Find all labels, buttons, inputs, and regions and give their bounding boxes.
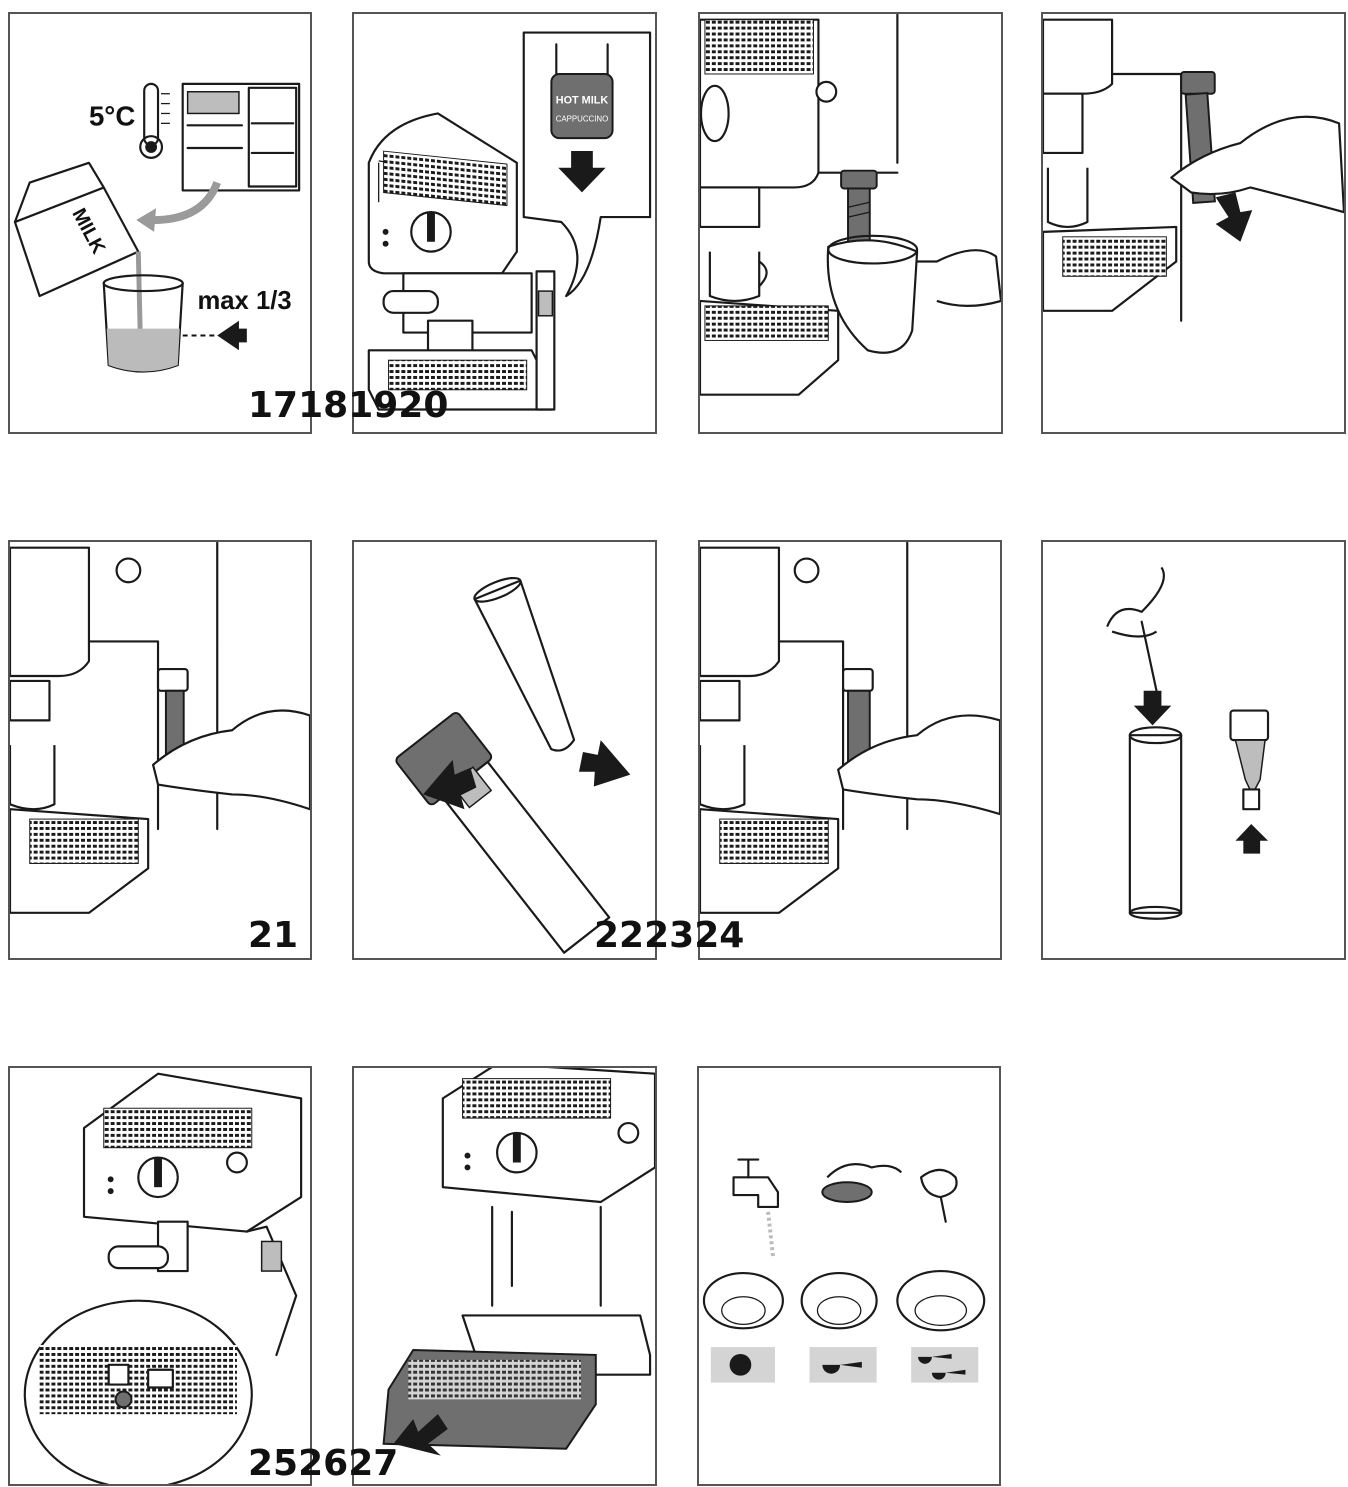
frother-sleeve-icon [473,576,576,752]
espresso-machine-icon [367,112,556,411]
arrow-up-icon [1235,824,1269,854]
arrow-left-icon [217,320,247,351]
clean-filters-illustration [702,1158,986,1383]
dial-hot-milk-label: HOT MILK [556,95,609,107]
reattach-wand-illustration [700,542,1000,914]
tap-icon [732,1158,780,1257]
panel-dial-hot-milk: HOT MILK CAPPUCCINO [352,12,657,434]
arrow-up-right-icon [423,759,477,810]
filter-basket-icon [702,1271,784,1330]
panel-clean-nozzle [1041,540,1346,960]
two-scoop-icon [918,1353,952,1364]
panel-remove-nozzle [1041,12,1346,434]
espresso-machine-icon [82,1072,303,1357]
milk-carton-icon: MILK [13,161,140,298]
remove-drip-tray-illustration [382,1068,655,1456]
clean-nozzle-illustration [1106,566,1270,920]
hand-icon [837,714,1000,816]
dial-cappuccino-label: CAPPUCCINO [556,114,609,123]
step-number-21: 21 [248,915,299,956]
panel-nozzle-parts [352,540,657,960]
steam-wand-icon [156,667,189,761]
machine-dial-illustration: HOT MILK CAPPUCCINO [367,31,652,411]
espresso-machine-icon [441,1068,655,1376]
remove-nozzle-illustration [1043,18,1344,322]
drip-tray-detail-illustration [23,1072,303,1484]
curved-arrow-icon [148,181,221,224]
arrow-down-icon [558,150,606,193]
grip-wand-illustration [10,542,310,914]
temperature-label: 5°C [89,100,135,131]
frothing-jug-icon [826,234,1001,354]
hand-icon [152,709,310,811]
filter-basket-icon [896,1269,986,1332]
step-numbers-row3: 252627 [248,1443,399,1484]
steam-tube-icon [395,712,611,954]
hand-icon [1170,115,1344,214]
pod-icon [729,1353,752,1376]
panel-grip-wand [8,540,312,960]
milk-stream [135,251,143,336]
step-numbers-row1: 17181920 [248,385,449,426]
panel-froth-milk [698,12,1003,434]
nozzle-tip-icon [1229,709,1270,811]
sleeve-tube-icon [1128,726,1183,920]
filter-basket-icon [800,1271,878,1330]
arrow-down-icon [1133,690,1172,726]
panel-clean-filters [697,1066,1001,1486]
one-scoop-icon [822,1361,862,1374]
panel-remove-drip-tray [352,1066,657,1486]
arrow-up-left-icon [579,740,631,787]
fridge-icon [181,82,301,192]
thermometer-icon [139,82,170,159]
arrow-down-left-icon [393,1414,448,1456]
max-fill-label: max 1/3 [198,287,292,315]
arrow-down-icon [1215,192,1253,242]
nozzle-parts-illustration [395,576,631,954]
step-numbers-row2: 222324 [594,915,745,956]
panel-drip-tray-detail [8,1066,312,1486]
froth-milk-illustration [700,14,1001,396]
dial-callout: HOT MILK CAPPUCCINO [522,31,652,298]
hand-pin-icon [1106,566,1165,638]
panel-pour-milk: 5°C MILK [8,12,312,434]
panel-reattach-wand [698,540,1002,960]
measuring-jug-icon [102,274,184,373]
pin-hand-icon [919,1168,958,1223]
pour-milk-illustration: 5°C MILK [13,82,301,373]
steam-wand-icon [842,667,874,771]
brush-icon [821,1163,903,1203]
